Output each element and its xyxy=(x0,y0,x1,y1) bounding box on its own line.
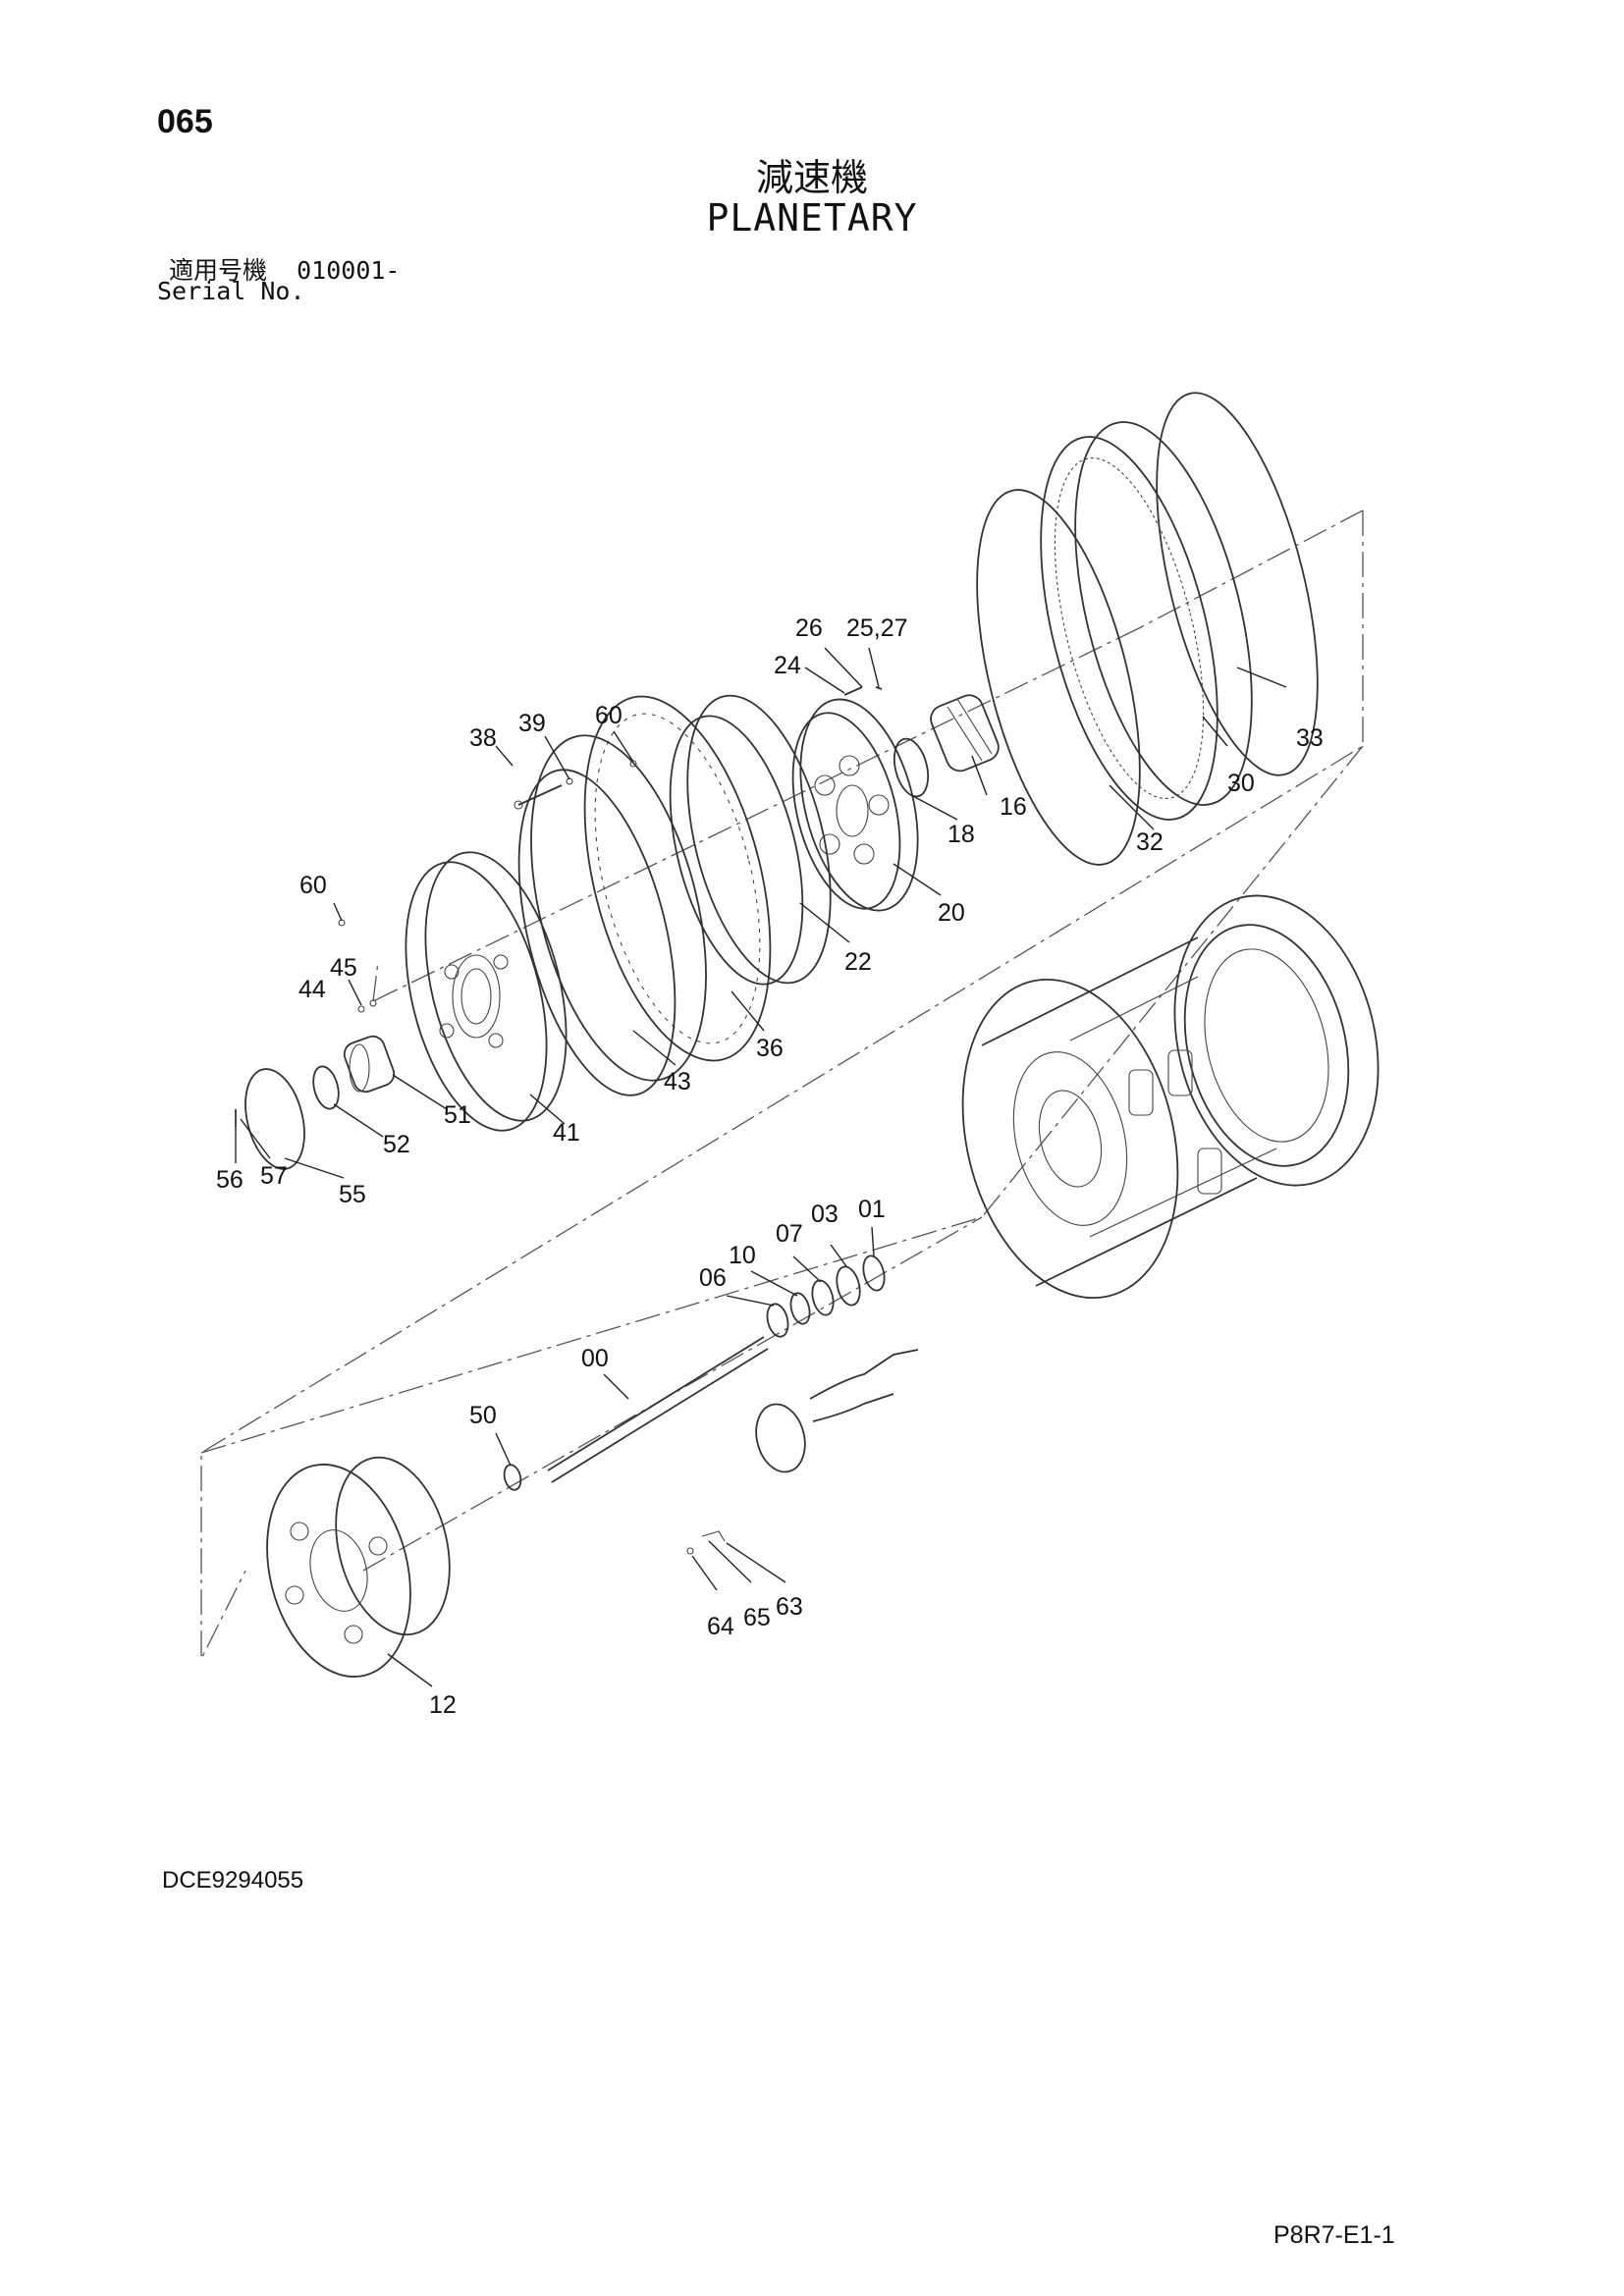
part-18-snap-ring xyxy=(893,737,930,798)
callout-56: 56 xyxy=(216,1166,244,1194)
callout-24: 24 xyxy=(774,652,801,679)
serial-label-jp: 適用号機 xyxy=(169,256,268,285)
callout-36: 36 xyxy=(756,1035,784,1062)
bearings-01-03-07-10-06 xyxy=(766,1255,886,1338)
travel-motor-housing xyxy=(961,894,1380,1300)
title-english: PLANETARY xyxy=(706,196,918,240)
callout-00: 00 xyxy=(581,1345,609,1372)
callout-38: 38 xyxy=(469,724,497,752)
callout-20: 20 xyxy=(938,899,965,927)
callout-60-upper: 60 xyxy=(595,702,623,729)
callout-22: 22 xyxy=(844,948,872,976)
callout-55: 55 xyxy=(339,1181,366,1208)
serial-value: 010001- xyxy=(297,256,401,285)
callout-25-27: 25,27 xyxy=(846,614,908,642)
callout-07: 07 xyxy=(776,1220,803,1248)
callout-43: 43 xyxy=(664,1068,691,1095)
callout-26: 26 xyxy=(795,614,823,642)
callout-30: 30 xyxy=(1227,770,1255,797)
callout-12: 12 xyxy=(429,1691,457,1719)
part-30-ring-gear xyxy=(1040,421,1253,821)
callout-06: 06 xyxy=(699,1264,727,1292)
part-33-oring xyxy=(1156,392,1319,776)
part-22-ring xyxy=(669,694,832,986)
title-japanese: 減速機 xyxy=(755,156,868,199)
part-52-ring xyxy=(312,1065,340,1110)
callout-01: 01 xyxy=(858,1196,886,1223)
document-code: DCE9294055 xyxy=(162,1867,304,1894)
callout-64: 64 xyxy=(707,1613,734,1640)
part-12-planet-carrier xyxy=(266,1456,451,1678)
callout-10: 10 xyxy=(729,1242,756,1269)
callout-57: 57 xyxy=(260,1162,288,1190)
parts-24-25-27-pins xyxy=(843,686,883,696)
callout-39: 39 xyxy=(518,710,546,737)
part-43-seal-ring xyxy=(517,769,677,1096)
part-16-gear xyxy=(930,694,1000,773)
callout-41: 41 xyxy=(553,1119,580,1147)
part-51-gear xyxy=(343,1035,396,1094)
callout-51: 51 xyxy=(444,1101,471,1129)
part-20-carrier-plate xyxy=(791,698,919,912)
callout-45: 45 xyxy=(330,954,357,982)
callout-65: 65 xyxy=(743,1604,771,1631)
callout-18: 18 xyxy=(947,821,975,848)
callout-50: 50 xyxy=(469,1402,497,1429)
bolts-38-39-60-44-45 xyxy=(338,760,637,1013)
part-41-cover xyxy=(405,851,568,1132)
callout-leader-lines xyxy=(235,647,1287,1687)
callout-52: 52 xyxy=(383,1131,410,1158)
callout-44: 44 xyxy=(298,976,326,1003)
page-code: P8R7-E1-1 xyxy=(1273,2221,1395,2249)
part-32-seal xyxy=(976,489,1141,866)
callout-32: 32 xyxy=(1136,828,1164,856)
part-55-thrust-plate xyxy=(244,1068,305,1170)
callout-60-lower: 60 xyxy=(299,872,327,899)
callout-63: 63 xyxy=(776,1593,803,1621)
callout-33: 33 xyxy=(1296,724,1324,752)
serial-line-japanese: 適用号機 010001- xyxy=(169,251,400,287)
assembly-guide-lines xyxy=(200,509,1364,1660)
serial-label-english: Serial No. xyxy=(157,277,305,305)
callout-labels: 26 25,27 24 38 39 60 33 30 16 18 32 20 2… xyxy=(216,614,1324,1719)
part-00-shaft xyxy=(547,1336,769,1483)
part-50-seal xyxy=(503,1464,522,1491)
callout-03: 03 xyxy=(811,1201,839,1228)
page-number: 065 xyxy=(157,103,213,140)
sensor-assembly xyxy=(686,1349,919,1555)
callout-16: 16 xyxy=(1000,793,1027,821)
